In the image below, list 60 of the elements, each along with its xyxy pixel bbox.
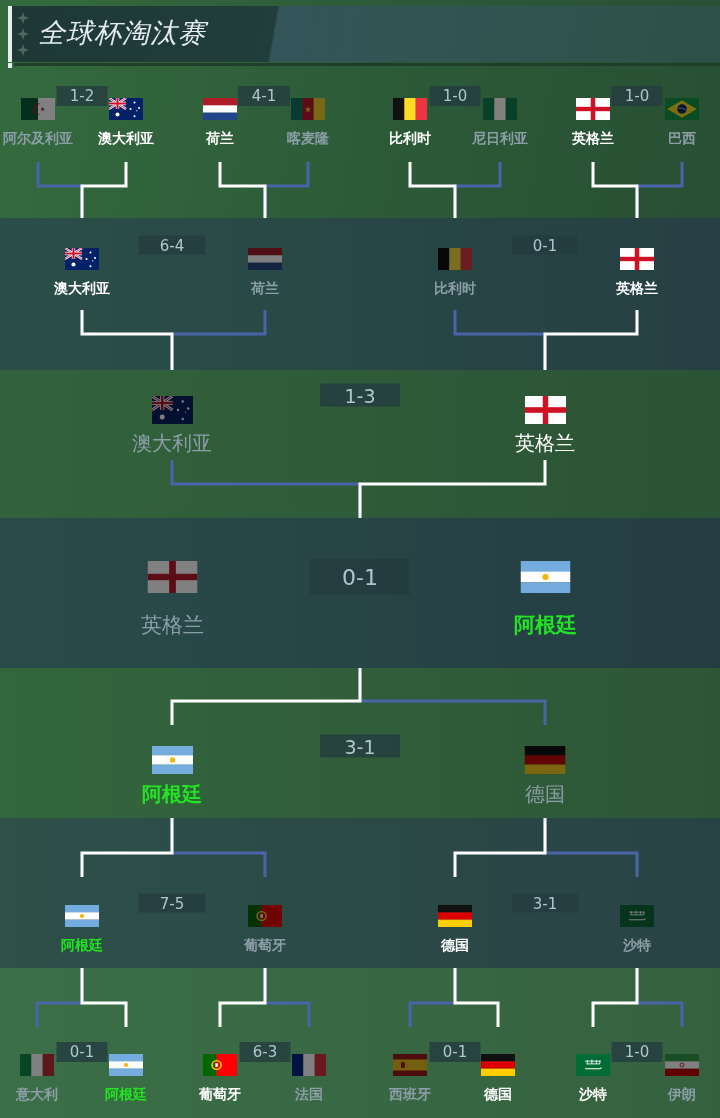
team-name: 荷兰 <box>251 280 279 297</box>
bracket-line <box>80 162 128 218</box>
team-name: 阿根廷 <box>513 613 577 638</box>
bracket-line <box>80 968 128 1027</box>
bracket-line <box>80 818 174 877</box>
team-name: 尼日利亚 <box>472 130 528 147</box>
bracket-line <box>80 310 174 370</box>
team-name: 沙特 <box>579 1086 607 1103</box>
score-badge: 6-4 <box>138 235 206 255</box>
team-name: 英格兰 <box>140 613 204 638</box>
bracket-line <box>453 818 547 877</box>
team-name: 巴西 <box>668 130 696 147</box>
team-name: 阿根廷 <box>142 783 202 806</box>
score-badge: 1-0 <box>429 86 481 106</box>
score-badge: 0-1 <box>512 235 578 255</box>
team-name: 西班牙 <box>389 1086 431 1103</box>
team-name: 德国 <box>484 1086 512 1103</box>
score-badge: 1-3 <box>320 383 400 407</box>
team-name: 澳大利亚 <box>132 432 212 455</box>
team-name: 法国 <box>295 1086 323 1103</box>
team-name: 荷兰 <box>206 130 234 147</box>
team-name: 伊朗 <box>668 1086 696 1103</box>
bracket-line <box>591 162 639 218</box>
score-badge: 3-1 <box>512 893 578 913</box>
team-name: 阿尔及利亚 <box>3 130 73 147</box>
team-name: 英格兰 <box>572 130 614 147</box>
team-name: 德国 <box>525 783 565 806</box>
bracket-line <box>358 460 547 518</box>
score-badge: 1-0 <box>611 86 663 106</box>
bracket-line <box>170 668 362 725</box>
score-badge: 1-0 <box>611 1042 663 1062</box>
score-badge: 0-1 <box>56 1042 108 1062</box>
team-name: 比利时 <box>434 280 476 297</box>
team-name: 葡萄牙 <box>244 937 286 954</box>
bracket-line <box>218 968 267 1027</box>
team-name: 比利时 <box>389 130 431 147</box>
team-name: 澳大利亚 <box>54 280 110 297</box>
team-name: 意大利 <box>16 1086 58 1103</box>
final-band <box>0 518 720 668</box>
score-badge: 3-1 <box>320 734 400 758</box>
score-badge: 0-1 <box>429 1042 481 1062</box>
team-name: 阿根廷 <box>61 937 103 954</box>
score-badge: 6-3 <box>239 1042 291 1062</box>
team-name: 葡萄牙 <box>199 1086 241 1103</box>
team-name: 英格兰 <box>515 432 575 455</box>
score-badge: 0-1 <box>310 559 410 595</box>
bracket-line <box>408 162 457 218</box>
bracket-line <box>218 162 267 218</box>
bracket-line <box>543 310 639 370</box>
score-badge: 4-1 <box>238 86 290 106</box>
bracket-line <box>453 968 500 1027</box>
bracket-line <box>591 968 639 1027</box>
score-badge: 7-5 <box>138 893 206 913</box>
team-name: 阿根廷 <box>105 1086 147 1103</box>
team-name: 澳大利亚 <box>98 130 154 147</box>
team-name: 喀麦隆 <box>287 130 329 147</box>
score-badge: 1-2 <box>56 86 108 106</box>
team-name: 沙特 <box>623 937 651 954</box>
team-name: 德国 <box>441 937 469 954</box>
team-name: 英格兰 <box>616 280 658 297</box>
